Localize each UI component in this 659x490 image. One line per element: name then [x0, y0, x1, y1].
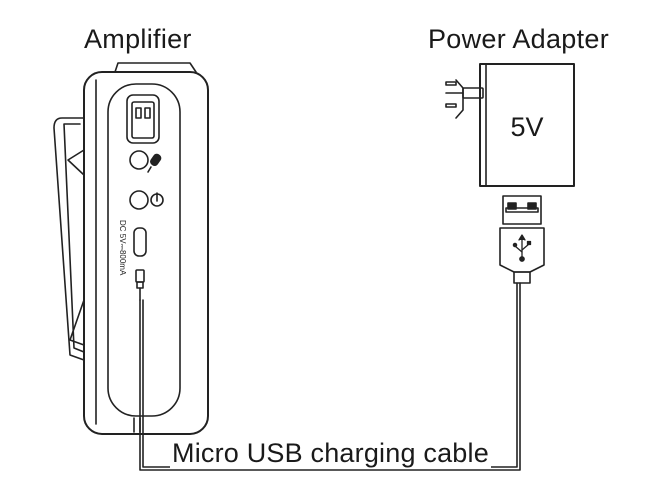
usb-symbol-icon — [512, 234, 532, 262]
power-adapter-title: Power Adapter — [428, 24, 610, 54]
amplifier-title: Amplifier — [84, 24, 192, 54]
power-icon — [150, 192, 164, 207]
power-adapter — [445, 63, 575, 284]
micro-usb-plug — [135, 269, 145, 301]
cable-caption: Micro USB charging cable — [170, 438, 491, 469]
power-button — [129, 190, 149, 210]
amplifier-device: DC 5V⎓800mA — [53, 62, 209, 435]
top-cap — [114, 62, 197, 73]
usb-a-slot — [126, 94, 160, 144]
belt-clip — [53, 117, 85, 361]
adapter-body — [479, 63, 575, 187]
usb-a-plug — [502, 195, 542, 225]
adapter-prongs — [445, 79, 484, 119]
micro-usb-port — [133, 227, 147, 257]
voltage-label: 5V — [510, 112, 543, 142]
control-panel — [107, 83, 181, 417]
mic-jack — [129, 150, 149, 170]
microphone-icon — [147, 153, 162, 173]
amplifier-body — [83, 71, 209, 435]
dc-rating-label: DC 5V⎓800mA — [118, 220, 127, 276]
